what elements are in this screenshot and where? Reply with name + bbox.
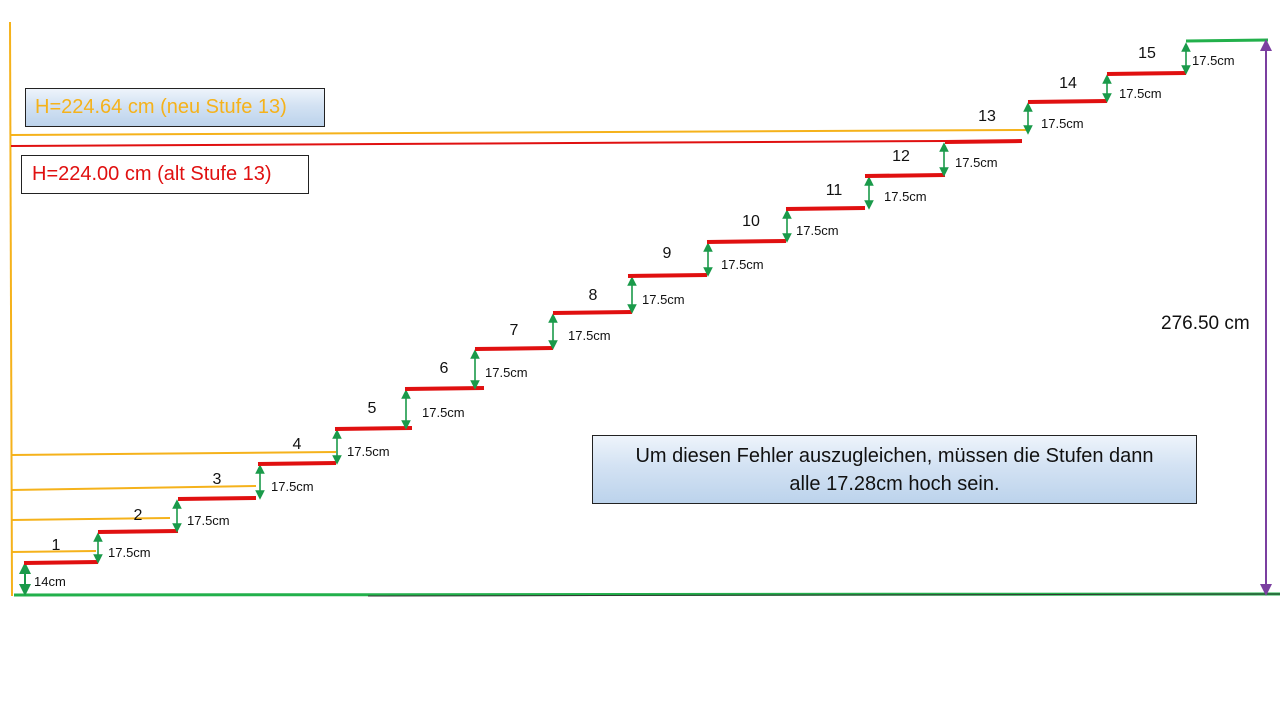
steps-layer: 1 17.5cm 2 17.5cm 3 17.5cm 4 17.5cm 5 17.5cm 6 17.5… [23,42,1235,565]
rise-label-4: 17.5cm [347,444,390,459]
rise-label-1: 17.5cm [108,545,151,560]
step-tread-15 [1106,71,1187,76]
step-number-14: 14 [1059,75,1077,92]
step-number-7: 7 [510,322,519,339]
rise-label-3: 17.5cm [271,479,314,494]
step-tread-13 [944,139,1023,144]
step-tread-4 [257,461,337,466]
top-landing-line [1185,38,1269,43]
note-line-2: alle 17.28cm hoch sein. [789,473,1000,495]
new-height-label: H=224.64 cm (neu Stufe 13) [35,96,287,118]
step-tread-8 [552,310,633,315]
note-box: Um diesen Fehler auszugleichen, müssen d… [592,435,1197,504]
step-number-8: 8 [589,287,598,304]
reference-line-step-4 [10,451,337,456]
step-tread-11 [785,206,866,211]
rise-label-8: 17.5cm [642,292,685,307]
note-line-1: Um diesen Fehler auszugleichen, müssen d… [635,445,1154,467]
rise-label-12: 17.5cm [955,155,998,170]
step-number-6: 6 [440,360,449,377]
rise-label-2: 17.5cm [187,513,230,528]
step-number-9: 9 [663,245,672,262]
step-tread-3 [177,496,257,501]
step-tread-12 [864,173,946,178]
step-number-12: 12 [892,148,910,165]
step-number-3: 3 [213,471,222,488]
reference-line-step-3 [10,485,257,491]
old-height-label: H=224.00 cm (alt Stufe 13) [32,163,272,185]
rise-label-7: 17.5cm [568,328,611,343]
step-tread-1 [23,560,99,565]
step-tread-6 [404,386,485,391]
step-number-13: 13 [978,108,996,125]
reference-line-step-2 [10,517,171,521]
floor-line-shadow [367,593,1280,597]
rise-label-10: 17.5cm [796,223,839,238]
step-tread-10 [706,239,787,244]
step-number-10: 10 [742,213,760,230]
total-height-label: 276.50 cm [1161,313,1250,334]
new-height-box: H=224.64 cm (neu Stufe 13) [25,88,325,127]
rise-label-14: 17.5cm [1119,86,1162,101]
rise-label-13: 17.5cm [1041,116,1084,131]
step-tread-7 [474,346,554,351]
step-number-1: 1 [52,537,61,554]
step-number-11: 11 [826,182,843,199]
step-number-2: 2 [134,507,143,524]
old-height-box: H=224.00 cm (alt Stufe 13) [21,155,309,194]
rise-label-6: 17.5cm [485,365,528,380]
old-height-line [10,140,946,147]
left-wall-line [9,21,13,597]
step-tread-2 [97,529,179,534]
rise-label-15: 17.5cm [1192,53,1235,68]
first-rise-label: 14cm [34,574,66,589]
rise-label-5: 17.5cm [422,405,465,420]
step-number-4: 4 [293,436,302,453]
rise-label-11: 17.5cm [884,189,927,204]
rise-label-9: 17.5cm [721,257,764,272]
reference-line-step-13-new [10,129,1029,136]
step-tread-9 [627,273,708,278]
reference-line-step-1 [10,550,97,553]
step-number-5: 5 [368,400,377,417]
step-number-15: 15 [1138,45,1156,62]
step-tread-14 [1027,99,1108,104]
step-tread-5 [334,426,413,431]
